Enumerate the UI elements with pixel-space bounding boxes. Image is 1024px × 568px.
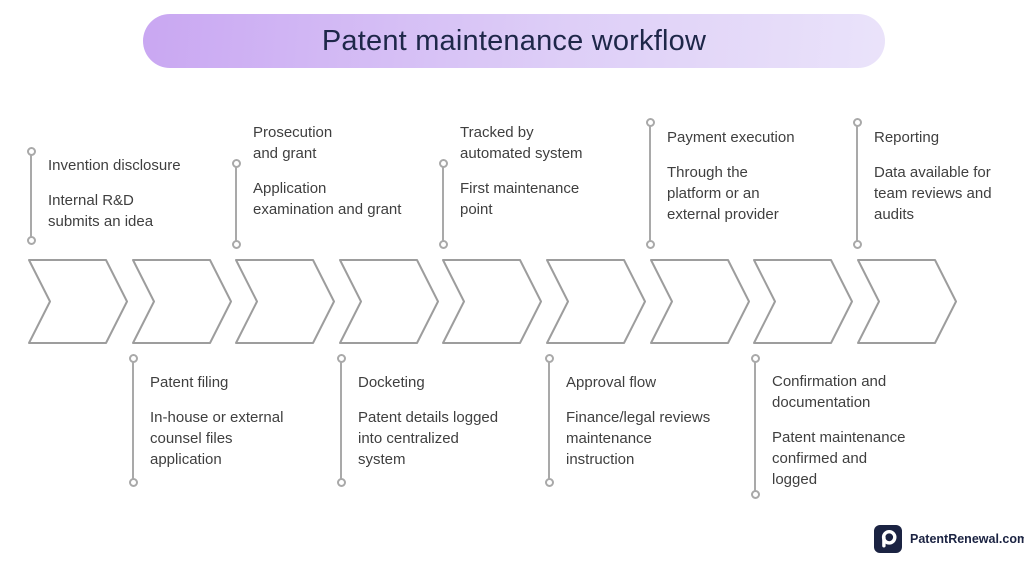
step-title: Prosecution and grant xyxy=(253,124,333,162)
marker-dot-bottom xyxy=(438,239,448,249)
brand-footer: PatentRenewal.com xyxy=(874,525,1024,553)
chevron-arrow-shape xyxy=(753,259,853,344)
title-banner: Patent maintenance workflow xyxy=(143,14,885,68)
step-title: Confirmation and documentation xyxy=(772,373,887,411)
marker-line xyxy=(30,151,32,240)
step-title: Docketing xyxy=(358,374,425,391)
chevron-arrow-shape xyxy=(857,259,957,344)
step-title: Approval flow xyxy=(566,374,657,391)
marker-dot-top xyxy=(750,353,760,363)
step-description: Through the platform or an external prov… xyxy=(667,164,779,223)
step-description: Patent maintenance confirmed and logged xyxy=(772,429,906,488)
step-marker-top-1 xyxy=(26,146,36,245)
patentrenewal-logo-icon xyxy=(874,525,902,553)
marker-line xyxy=(548,358,550,482)
marker-dot-bottom xyxy=(852,239,862,249)
chevron-arrow-shape xyxy=(339,259,439,344)
marker-dot-bottom xyxy=(231,239,241,249)
step-title: Reporting xyxy=(874,129,940,146)
marker-dot-top xyxy=(336,353,346,363)
marker-dot-bottom xyxy=(750,489,760,499)
marker-line xyxy=(649,122,651,244)
chevron-arrow-shape xyxy=(546,259,646,344)
page-title: Patent maintenance workflow xyxy=(321,24,707,57)
marker-dot-top xyxy=(231,158,241,168)
brand-name: PatentRenewal.com xyxy=(910,532,1024,546)
step-marker-top-4 xyxy=(645,117,655,249)
marker-dot-bottom xyxy=(336,477,346,487)
step-description: First maintenance point xyxy=(460,180,580,218)
step-description: Finance/legal reviews maintenance instru… xyxy=(566,409,711,468)
marker-line xyxy=(754,358,756,494)
chevron-arrow-shape xyxy=(28,259,128,344)
marker-dot-top xyxy=(544,353,554,363)
marker-dot-bottom xyxy=(128,477,138,487)
step-description: In-house or external counsel files appli… xyxy=(150,409,284,468)
marker-line xyxy=(856,122,858,244)
step-marker-top-5 xyxy=(852,117,862,249)
chevron-arrow-shape xyxy=(235,259,335,344)
marker-dot-top xyxy=(438,158,448,168)
marker-line xyxy=(340,358,342,482)
marker-line xyxy=(132,358,134,482)
marker-dot-bottom xyxy=(645,239,655,249)
step-description: Patent details logged into centralized s… xyxy=(358,409,499,468)
marker-dot-bottom xyxy=(544,477,554,487)
step-marker-bottom-2 xyxy=(336,353,346,487)
chevron-arrow-shape xyxy=(132,259,232,344)
step-title: Patent filing xyxy=(150,374,229,391)
step-title: Tracked by automated system xyxy=(460,124,583,162)
marker-dot-top xyxy=(26,146,36,156)
marker-line xyxy=(235,163,237,244)
marker-line xyxy=(442,163,444,244)
step-description: Application examination and grant xyxy=(253,180,402,218)
chevron-arrow-shape xyxy=(442,259,542,344)
step-title: Invention disclosure xyxy=(48,157,181,174)
step-marker-bottom-4 xyxy=(750,353,760,499)
marker-dot-top xyxy=(852,117,862,127)
step-marker-bottom-3 xyxy=(544,353,554,487)
step-marker-top-2 xyxy=(231,158,241,249)
step-description: Internal R&D submits an idea xyxy=(48,192,154,230)
chevron-arrow-shape xyxy=(650,259,750,344)
step-marker-top-3 xyxy=(438,158,448,249)
marker-dot-top xyxy=(128,353,138,363)
step-description: Data available for team reviews and audi… xyxy=(874,164,992,223)
marker-dot-top xyxy=(645,117,655,127)
step-title: Payment execution xyxy=(667,129,795,146)
marker-dot-bottom xyxy=(26,235,36,245)
step-marker-bottom-1 xyxy=(128,353,138,487)
